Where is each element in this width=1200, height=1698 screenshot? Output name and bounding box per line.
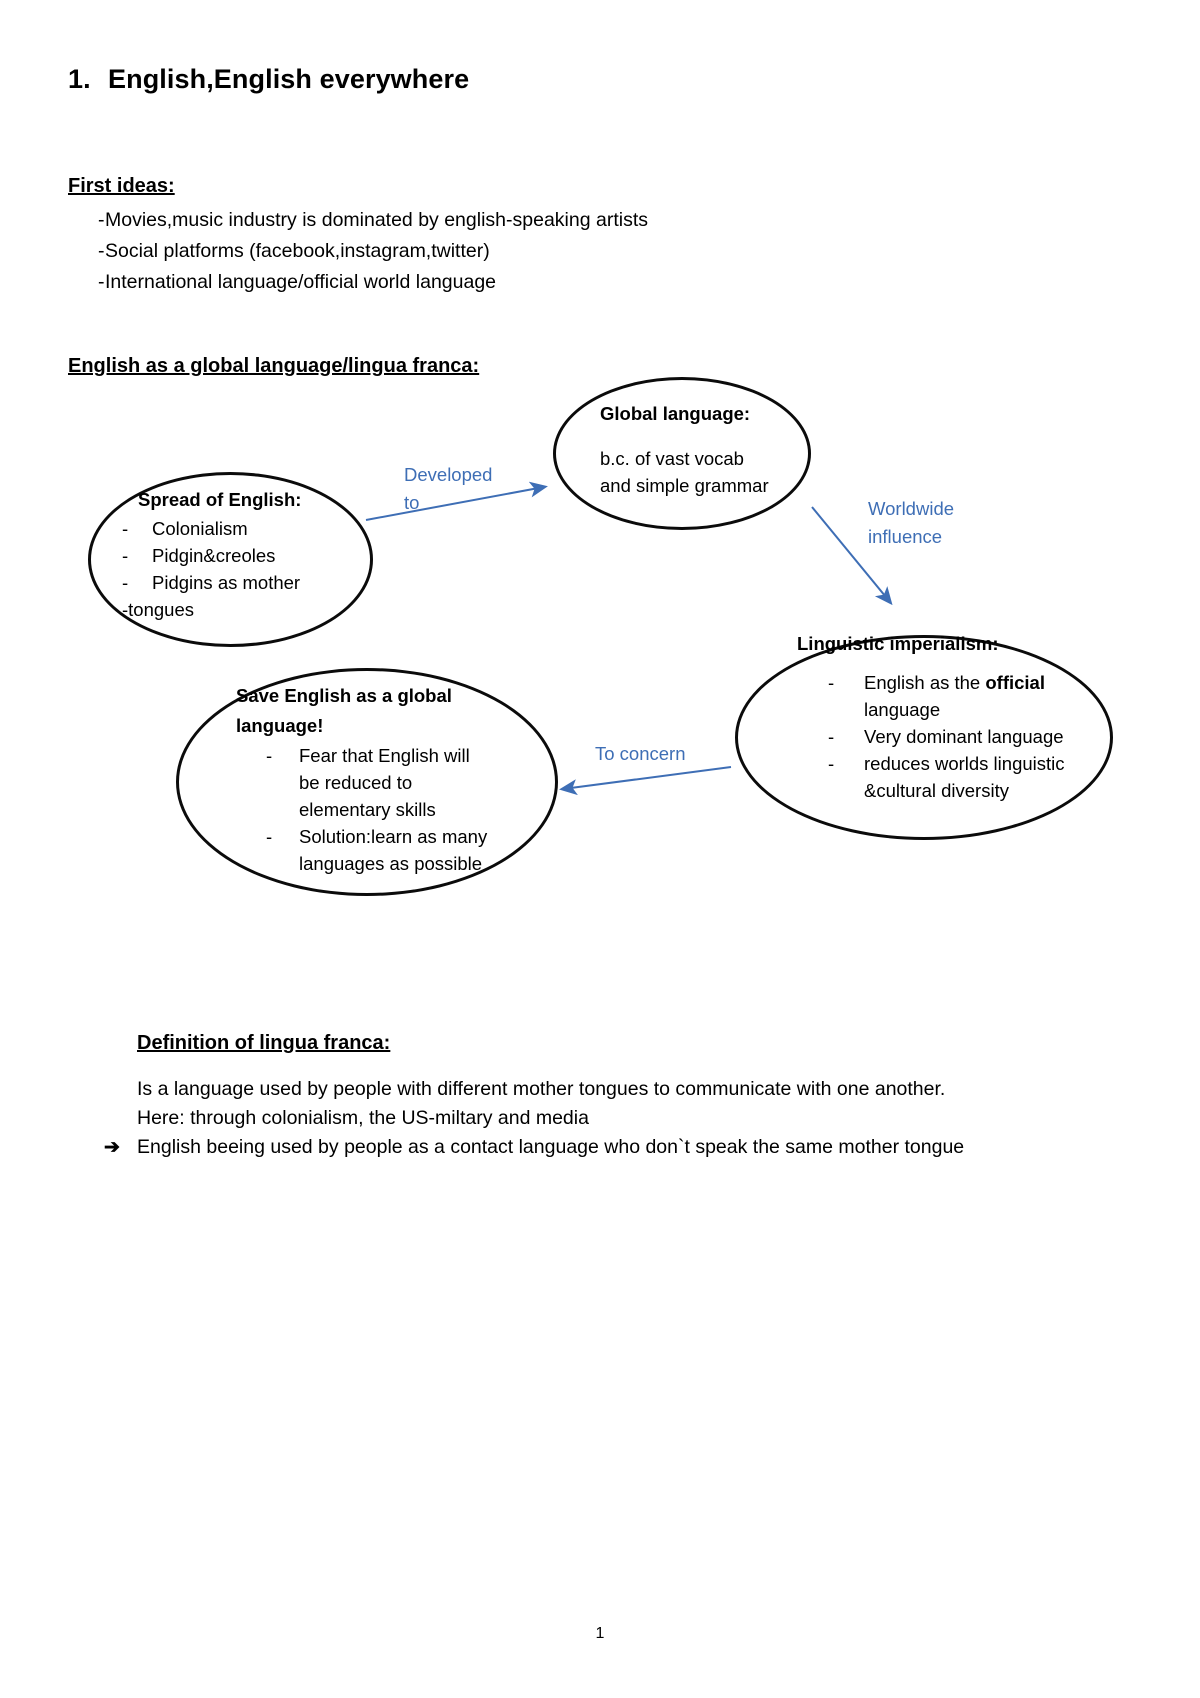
bullet-dash: - (98, 271, 105, 293)
ellipse-save-english (176, 668, 558, 896)
node-title: Spread of English: (138, 489, 302, 510)
list-item-continuation: &cultural diversity (797, 777, 1097, 804)
list-item-label: &cultural diversity (864, 780, 1009, 801)
first-ideas-list: - Movies,music industry is dominated by … (68, 205, 868, 298)
node-title: Global language: (600, 403, 751, 424)
list-item-label: language (864, 699, 941, 720)
node-save-english: Save English as a global language! - Fea… (236, 682, 536, 877)
bullet-text-plain: English as the (864, 672, 986, 693)
bullet-dash: - (828, 753, 835, 774)
ellipse-linguistic-imperialism (735, 635, 1113, 840)
arrow-label-worldwide-influence: Worldwide influence (868, 495, 954, 551)
definition-line-1: Is a language used by people with differ… (137, 1078, 946, 1100)
global-language-heading: English as a global language/lingua fran… (68, 355, 480, 377)
arrow-label-line-2: influence (868, 526, 943, 547)
list-item-continuation: -tongues (122, 596, 372, 623)
list-item-continuation: languages as possible (236, 850, 536, 877)
bullet-dash: - (122, 518, 129, 539)
lingua-franca-body: Is a language used by people with differ… (137, 1075, 1037, 1133)
page-number: 1 (595, 1625, 605, 1642)
bullet-dash: - (98, 209, 105, 231)
arrow-right-icon: ➔ (104, 1137, 120, 1158)
list-item-label: Very dominant language (864, 726, 1064, 747)
list-item-label: English as the official (864, 669, 1097, 696)
list-item: - Movies,music industry is dominated by … (68, 205, 868, 236)
list-item: - reduces worlds linguistic (797, 750, 1097, 777)
first-ideas-heading: First ideas: (68, 175, 175, 197)
bullet-dash: - (98, 240, 105, 262)
node-spread-of-english: Spread of English: - Colonialism - Pidgi… (122, 486, 372, 623)
arrow-label-to-concern: To concern (595, 743, 686, 764)
list-item: - Pidgin&creoles (122, 542, 372, 569)
list-item-label: International language/official world la… (105, 271, 497, 293)
list-item: - Pidgins as mother (122, 569, 372, 596)
node-global-language: Global language: b.c. of vast vocab and … (600, 400, 830, 499)
list-item-label: Social platforms (facebook,instagram,twi… (105, 240, 490, 262)
lingua-franca-conclusion: ➔ English beeing used by people as a con… (104, 1133, 1064, 1162)
list-item: - English as the official (797, 669, 1097, 696)
list-item-label: Colonialism (152, 518, 248, 539)
list-item-continuation: language (797, 696, 1097, 723)
title-text: English,English everywhere (108, 64, 470, 94)
node-body-line-1: b.c. of vast vocab (600, 448, 744, 469)
page-title: 1. English,English everywhere (68, 64, 469, 95)
bullet-dash: - (266, 745, 273, 766)
list-item-label: -tongues (122, 599, 194, 620)
ellipse-spread-of-english (88, 472, 373, 647)
list-item-label: Pidgin&creoles (152, 545, 276, 566)
node-linguistic-imperialism: Linguistic imperialism: - English as the… (797, 630, 1097, 804)
title-number: 1. (68, 64, 91, 94)
node-title-line-1: Save English as a global (236, 685, 452, 706)
node-bullet-list: - Colonialism - Pidgin&creoles - Pidgins… (122, 515, 372, 623)
list-item: - Colonialism (122, 515, 372, 542)
node-title-line-2: language! (236, 715, 324, 736)
definition-line-2: Here: through colonialism, the US-miltar… (137, 1107, 589, 1129)
node-bullet-list: - Fear that English will be reduced to e… (236, 742, 536, 877)
bullet-dash: - (266, 826, 273, 847)
node-bullet-list: - English as the official language - Ver… (797, 669, 1097, 804)
list-item: - Very dominant language (797, 723, 1097, 750)
list-item-label: be reduced to (299, 772, 413, 793)
list-item: - Fear that English will (236, 742, 536, 769)
lingua-franca-heading: Definition of lingua franca: (137, 1032, 391, 1054)
arrow-label-developed-to: Developed to (404, 461, 492, 517)
bullet-dash: - (828, 726, 835, 747)
arrow-label-line-2: to (404, 492, 420, 513)
list-item: - Social platforms (facebook,instagram,t… (68, 236, 868, 267)
arrow-label-line-1: Worldwide (868, 498, 955, 519)
list-item-label: elementary skills (299, 799, 436, 820)
conclusion-text: English beeing used by people as a conta… (137, 1136, 965, 1158)
bullet-dash: - (122, 572, 129, 593)
list-item-label: reduces worlds linguistic (864, 753, 1065, 774)
node-body-line-2: and simple grammar (600, 475, 769, 496)
arrow-label-line-1: Developed (404, 464, 493, 485)
ellipse-global-language (553, 377, 811, 530)
list-item: - International language/official world … (68, 267, 868, 298)
list-item-continuation: be reduced to (236, 769, 536, 796)
list-item-label: languages as possible (299, 853, 483, 874)
list-item-label: Fear that English will (299, 745, 470, 766)
node-title: Linguistic imperialism: (797, 633, 999, 654)
list-item-continuation: elementary skills (236, 796, 536, 823)
list-item: - Solution:learn as many (236, 823, 536, 850)
bullet-dash: - (122, 545, 129, 566)
list-item-label: Movies,music industry is dominated by en… (105, 209, 648, 231)
list-item-label: Solution:learn as many (299, 826, 488, 847)
bullet-dash: - (828, 672, 835, 693)
list-item-label: Pidgins as mother (152, 572, 301, 593)
bullet-text-bold: official (985, 672, 1045, 693)
